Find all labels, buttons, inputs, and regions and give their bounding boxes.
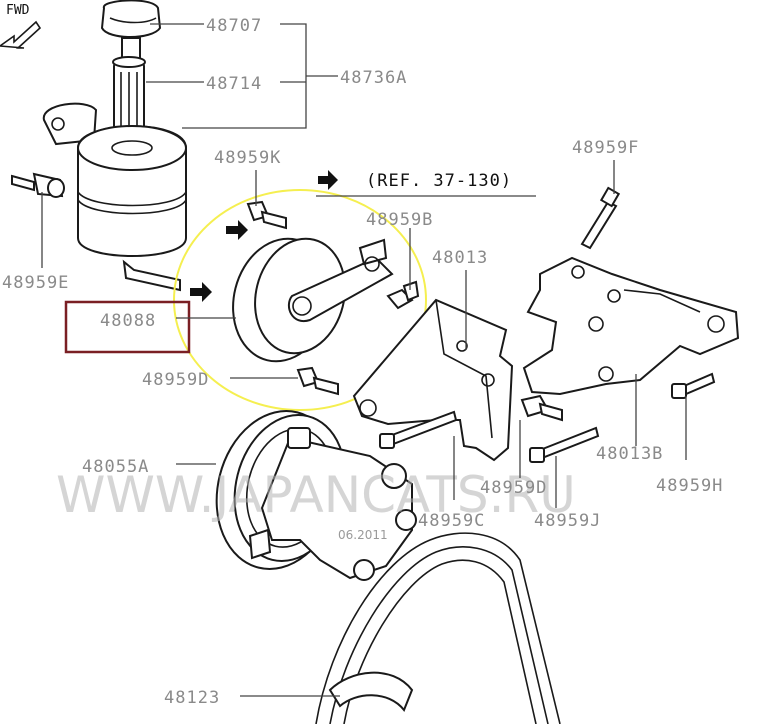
reference-note: (REF. 37-130)	[316, 171, 536, 197]
part-label-48707[interactable]: 48707	[206, 16, 262, 36]
part-label-48959c[interactable]: 48959C	[418, 511, 485, 531]
bolt-48959e	[11, 172, 65, 198]
date-stamp: 06.2011	[338, 528, 388, 542]
part-label-48055a[interactable]: 48055A	[82, 457, 149, 477]
bolt-48959d-left	[296, 366, 339, 396]
direction-label: FWD	[6, 3, 30, 18]
part-label-48959d-right[interactable]: 48959D	[480, 478, 547, 498]
highlight-ellipse	[173, 189, 427, 411]
direction-arrows	[190, 170, 338, 302]
part-labels: 48707 48714 48736A 48959K 48959F 48959B …	[2, 16, 723, 708]
part-label-48959j[interactable]: 48959J	[534, 511, 601, 531]
pump-bracket-48013b	[522, 256, 740, 396]
part-label-48959k[interactable]: 48959K	[214, 148, 281, 168]
part-label-48714[interactable]: 48714	[206, 74, 262, 94]
bolt-48959j	[529, 426, 600, 463]
part-label-48088[interactable]: 48088	[100, 311, 156, 331]
part-label-48959h[interactable]: 48959H	[656, 476, 723, 496]
reference-note-text: (REF. 37-130)	[366, 171, 512, 191]
power-steering-pump-48055a	[215, 410, 417, 581]
part-label-48013[interactable]: 48013	[432, 248, 488, 268]
reservoir-filter	[112, 56, 146, 133]
part-label-48959b[interactable]: 48959B	[366, 210, 433, 230]
bolt-48959b	[386, 280, 420, 310]
watermark-text: WWW.JAPANCATS.RU	[56, 466, 576, 524]
forward-direction-indicator: FWD	[0, 3, 42, 49]
bolt-48959f	[580, 186, 621, 250]
part-label-48736a[interactable]: 48736A	[340, 68, 407, 88]
reservoir-cap	[100, 0, 162, 63]
drive-belt-48123	[315, 532, 561, 725]
part-label-48013b[interactable]: 48013B	[596, 444, 663, 464]
idler-pulley-48088	[232, 237, 394, 363]
oil-reservoir-tank	[42, 102, 187, 292]
part-label-48959f[interactable]: 48959F	[572, 138, 639, 158]
bolt-48959h	[671, 372, 716, 399]
bolt-48959k	[246, 200, 287, 230]
part-label-48959d-left[interactable]: 48959D	[142, 370, 209, 390]
leader-lines	[41, 23, 687, 697]
part-label-48123[interactable]: 48123	[164, 688, 220, 708]
part-label-48959e[interactable]: 48959E	[2, 273, 69, 293]
bolt-48959c	[379, 410, 458, 449]
pump-bracket-48013	[352, 298, 514, 462]
selected-part-box	[64, 300, 191, 354]
bolt-48959d-right	[520, 394, 563, 422]
